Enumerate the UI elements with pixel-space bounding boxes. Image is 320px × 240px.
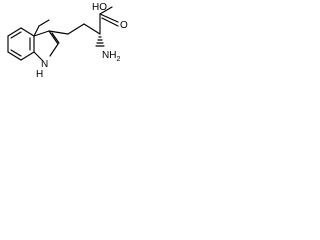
bond	[33, 51, 43, 61]
bond	[20, 51, 35, 61]
ch2-bond	[83, 23, 101, 35]
amine-nh: NH	[102, 50, 116, 61]
bond	[33, 30, 50, 37]
stereo-hashed-bond	[95, 36, 105, 47]
carboxyl-double-bond	[101, 17, 119, 27]
ch2-bond	[67, 23, 85, 35]
indole-hydrogen-label: H	[36, 69, 43, 80]
bond	[20, 27, 35, 37]
pyrrole-ring	[33, 30, 60, 61]
ch2-bond	[48, 30, 69, 35]
carboxyl-c-oh-bond	[99, 6, 113, 15]
amine-label: NH2	[102, 50, 120, 63]
benzene-ring	[7, 27, 35, 61]
double-bond-inner	[10, 49, 22, 57]
bond	[49, 43, 59, 57]
bond	[7, 27, 22, 37]
double-bond-inner	[51, 32, 60, 44]
double-bond-inner	[10, 31, 22, 39]
methyl-bond	[33, 25, 40, 37]
chemical-structure-canvas: HO O NH2 N H	[0, 0, 133, 93]
carboxyl-c-o-bond	[99, 13, 119, 23]
methyl-bond	[38, 19, 50, 27]
carbonyl-oxygen-label: O	[120, 20, 128, 31]
hydroxyl-label: HO	[92, 2, 107, 13]
indole-nitrogen-label: N	[41, 59, 48, 70]
bond	[48, 30, 59, 45]
bond	[7, 51, 22, 61]
molecule-diagram: HO O NH2 N H	[7, 2, 128, 80]
amine-subscript: 2	[116, 56, 120, 63]
